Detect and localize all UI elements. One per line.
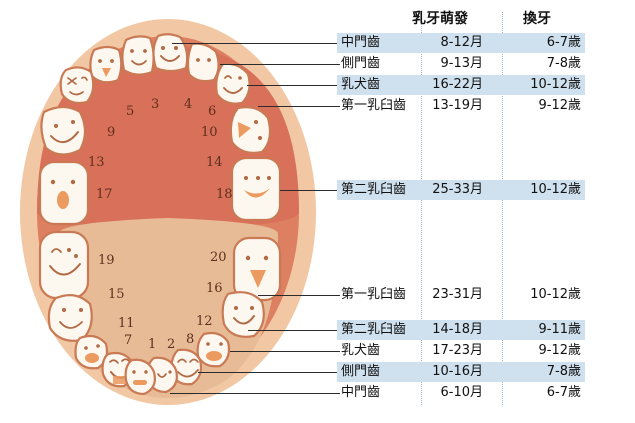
leader-line-lower-2: [248, 330, 340, 331]
tooth-number-7: 7: [124, 333, 133, 348]
tooth-number-20: 20: [210, 250, 227, 265]
row-shedding-age: 10-12歲: [530, 287, 581, 302]
tooth-number-15: 15: [108, 287, 125, 302]
row-tooth-name: 乳犬齒: [341, 343, 381, 358]
tooth-number-18: 18: [216, 187, 233, 202]
tooth-number-19: 19: [98, 253, 115, 268]
leader-line-lower-5: [170, 393, 340, 394]
tooth-number-1: 1: [148, 337, 157, 352]
row-eruption-age: 8-12月: [440, 35, 483, 50]
row-tooth-name: 第二乳臼齒: [341, 322, 407, 337]
leader-line-upper-4: [258, 106, 340, 107]
table-row[interactable]: 第二乳臼齒 25-33月 10-12歲: [337, 180, 585, 200]
leader-line-lower-1: [258, 295, 340, 296]
leader-line-lower-3: [230, 351, 340, 352]
row-tooth-name: 側門齒: [341, 364, 381, 379]
row-shedding-age: 7-8歲: [546, 56, 581, 71]
tooth-lower-canine-right: [74, 334, 109, 370]
tooth-number-16: 16: [206, 281, 223, 296]
row-shedding-age: 6-7歲: [546, 385, 581, 400]
tooth-lower-molar2-right: [38, 230, 90, 300]
row-shedding-age: 7-8歲: [546, 364, 581, 379]
tooth-number-13: 13: [88, 155, 105, 170]
tooth-lower-canine-left: [196, 331, 231, 368]
tooth-number-14: 14: [206, 155, 223, 170]
row-shedding-age: 10-12歲: [530, 182, 581, 197]
table-row[interactable]: 乳犬齒 17-23月 9-12歲: [337, 341, 585, 361]
row-shedding-age: 9-12歲: [538, 343, 581, 358]
tooth-number-9: 9: [107, 125, 116, 140]
tooth-upper-canine-right: [59, 66, 95, 105]
tooth-lower-molar1-right: [47, 293, 93, 342]
table-row[interactable]: 中門齒 8-12月 6-7歲: [337, 33, 585, 53]
tooth-upper-central-left: [152, 33, 189, 73]
tooth-upper-lateral-right: [89, 45, 123, 84]
tooth-number-6: 6: [208, 104, 217, 119]
table-row[interactable]: 第一乳臼齒 13-19月 9-12歲: [337, 96, 585, 116]
table-row[interactable]: 中門齒 6-10月 6-7歲: [337, 383, 585, 403]
leader-line-lower-4: [198, 372, 340, 373]
row-shedding-age: 9-12歲: [538, 98, 581, 113]
tooth-number-10: 10: [201, 125, 218, 140]
tooth-number-2: 2: [167, 337, 176, 352]
palate-inner: [66, 80, 270, 228]
table-row[interactable]: 第二乳臼齒 14-18月 9-11歲: [337, 320, 585, 340]
tooth-lower-central-right: [124, 358, 156, 396]
row-tooth-name: 第一乳臼齒: [341, 98, 407, 113]
tooth-lower-molar1-left: [221, 291, 265, 338]
row-eruption-age: 16-22月: [432, 77, 483, 92]
leader-line-upper-1: [172, 43, 340, 44]
row-eruption-age: 6-10月: [440, 385, 483, 400]
column-separator-2: [502, 12, 503, 405]
tooth-lower-molar2-left: [232, 236, 282, 302]
row-tooth-name: 側門齒: [341, 56, 381, 71]
tooth-upper-canine-left: [215, 62, 251, 105]
tooth-upper-molar1-left: [229, 106, 272, 154]
tooth-upper-lateral-left: [186, 42, 220, 83]
table-row[interactable]: 側門齒 10-16月 7-8歲: [337, 362, 585, 382]
eruption-table: 乳牙萌發 換牙 中門齒 8-12月 6-7歲 側門齒 9-13月 7-8歲 乳犬…: [330, 8, 630, 416]
mouth-illustration: [20, 19, 316, 405]
leader-line-upper-2: [220, 64, 340, 65]
table-row[interactable]: 側門齒 9-13月 7-8歲: [337, 54, 585, 74]
leader-line-upper-3: [247, 85, 340, 86]
row-eruption-age: 25-33月: [432, 182, 483, 197]
row-tooth-name: 中門齒: [341, 35, 381, 50]
tooth-number-17: 17: [96, 187, 113, 202]
table-row[interactable]: 乳犬齒 16-22月 10-12歲: [337, 75, 585, 95]
tooth-number-4: 4: [184, 97, 193, 112]
row-tooth-name: 中門齒: [341, 385, 381, 400]
row-eruption-age: 9-13月: [440, 56, 483, 71]
header-eruption: 乳牙萌發: [412, 11, 468, 27]
row-eruption-age: 13-19月: [432, 98, 483, 113]
row-shedding-age: 10-12歲: [530, 77, 581, 92]
tooth-upper-central-right: [121, 35, 155, 76]
tooth-number-12: 12: [196, 314, 213, 329]
row-tooth-name: 第一乳臼齒: [341, 287, 407, 302]
row-shedding-age: 9-11歲: [538, 322, 581, 337]
mouth-diagram: 3 4 5 6 9 10 13 14 17 18 19 20 15 16 11 …: [18, 16, 318, 408]
leader-line-upper-5: [280, 190, 340, 191]
row-eruption-age: 17-23月: [432, 343, 483, 358]
tooth-number-5: 5: [126, 104, 135, 119]
tooth-number-11: 11: [118, 316, 135, 331]
tooth-number-8: 8: [186, 332, 195, 347]
row-eruption-age: 23-31月: [432, 287, 483, 302]
row-eruption-age: 10-16月: [432, 364, 483, 379]
table-row[interactable]: 第一乳臼齒 23-31月 10-12歲: [337, 285, 585, 305]
row-tooth-name: 乳犬齒: [341, 77, 381, 92]
column-separator-1: [421, 12, 422, 405]
row-tooth-name: 第二乳臼齒: [341, 182, 407, 197]
row-eruption-age: 14-18月: [432, 322, 483, 337]
row-shedding-age: 6-7歲: [546, 35, 581, 50]
tooth-number-3: 3: [151, 97, 160, 112]
tooth-upper-molar1-right: [40, 105, 87, 156]
header-shedding: 換牙: [523, 11, 551, 27]
tooth-upper-molar2-left: [230, 156, 282, 222]
